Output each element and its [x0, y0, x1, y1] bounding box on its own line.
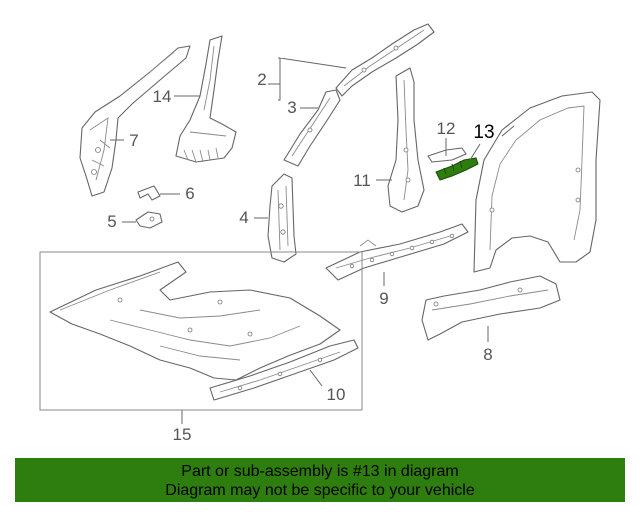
parts-diagram: 2 3 4 5 6 7 8 9 10 11 12 13 14 15 — [39, 23, 601, 444]
part-5-bracket — [135, 211, 163, 229]
info-banner: Part or sub-assembly is #13 in diagram D… — [15, 458, 625, 502]
callout-14: 14 — [153, 87, 172, 106]
part-13-highlighted — [435, 157, 479, 181]
callout-12: 12 — [437, 119, 456, 138]
part-8-rocker-outer — [421, 275, 561, 341]
callout-13: 13 — [473, 122, 494, 143]
callout-5: 5 — [107, 212, 116, 231]
callout-2: 2 — [257, 70, 266, 89]
part-14-front-pillar-inner — [175, 35, 237, 163]
callout-7: 7 — [129, 131, 138, 150]
part-3-roof-rail-inner — [283, 89, 341, 167]
callout-6: 6 — [185, 184, 194, 203]
part-12-bracket — [427, 147, 467, 163]
banner-line-1: Part or sub-assembly is #13 in diagram — [181, 463, 459, 480]
callout-9: 9 — [379, 289, 388, 308]
floor-inset-box — [39, 251, 363, 411]
part-4-pillar-lower — [267, 173, 297, 263]
callout-15: 15 — [173, 425, 192, 444]
banner-line-2: Diagram may not be specific to your vehi… — [165, 482, 475, 499]
part-7-a-pillar-lower — [79, 45, 191, 197]
callout-labels: 2 3 4 5 6 7 8 9 10 11 12 13 14 15 — [107, 70, 494, 444]
part-11-center-pillar — [387, 67, 425, 213]
callout-11: 11 — [353, 171, 371, 190]
callout-8: 8 — [483, 345, 492, 364]
body-side-outer — [473, 91, 601, 273]
callout-3: 3 — [287, 98, 296, 117]
part-6-bracket — [137, 185, 161, 201]
part-2-roof-side-rail — [335, 23, 435, 97]
leader-lines — [110, 57, 515, 424]
callout-4: 4 — [239, 208, 248, 227]
callout-10: 10 — [327, 385, 346, 404]
